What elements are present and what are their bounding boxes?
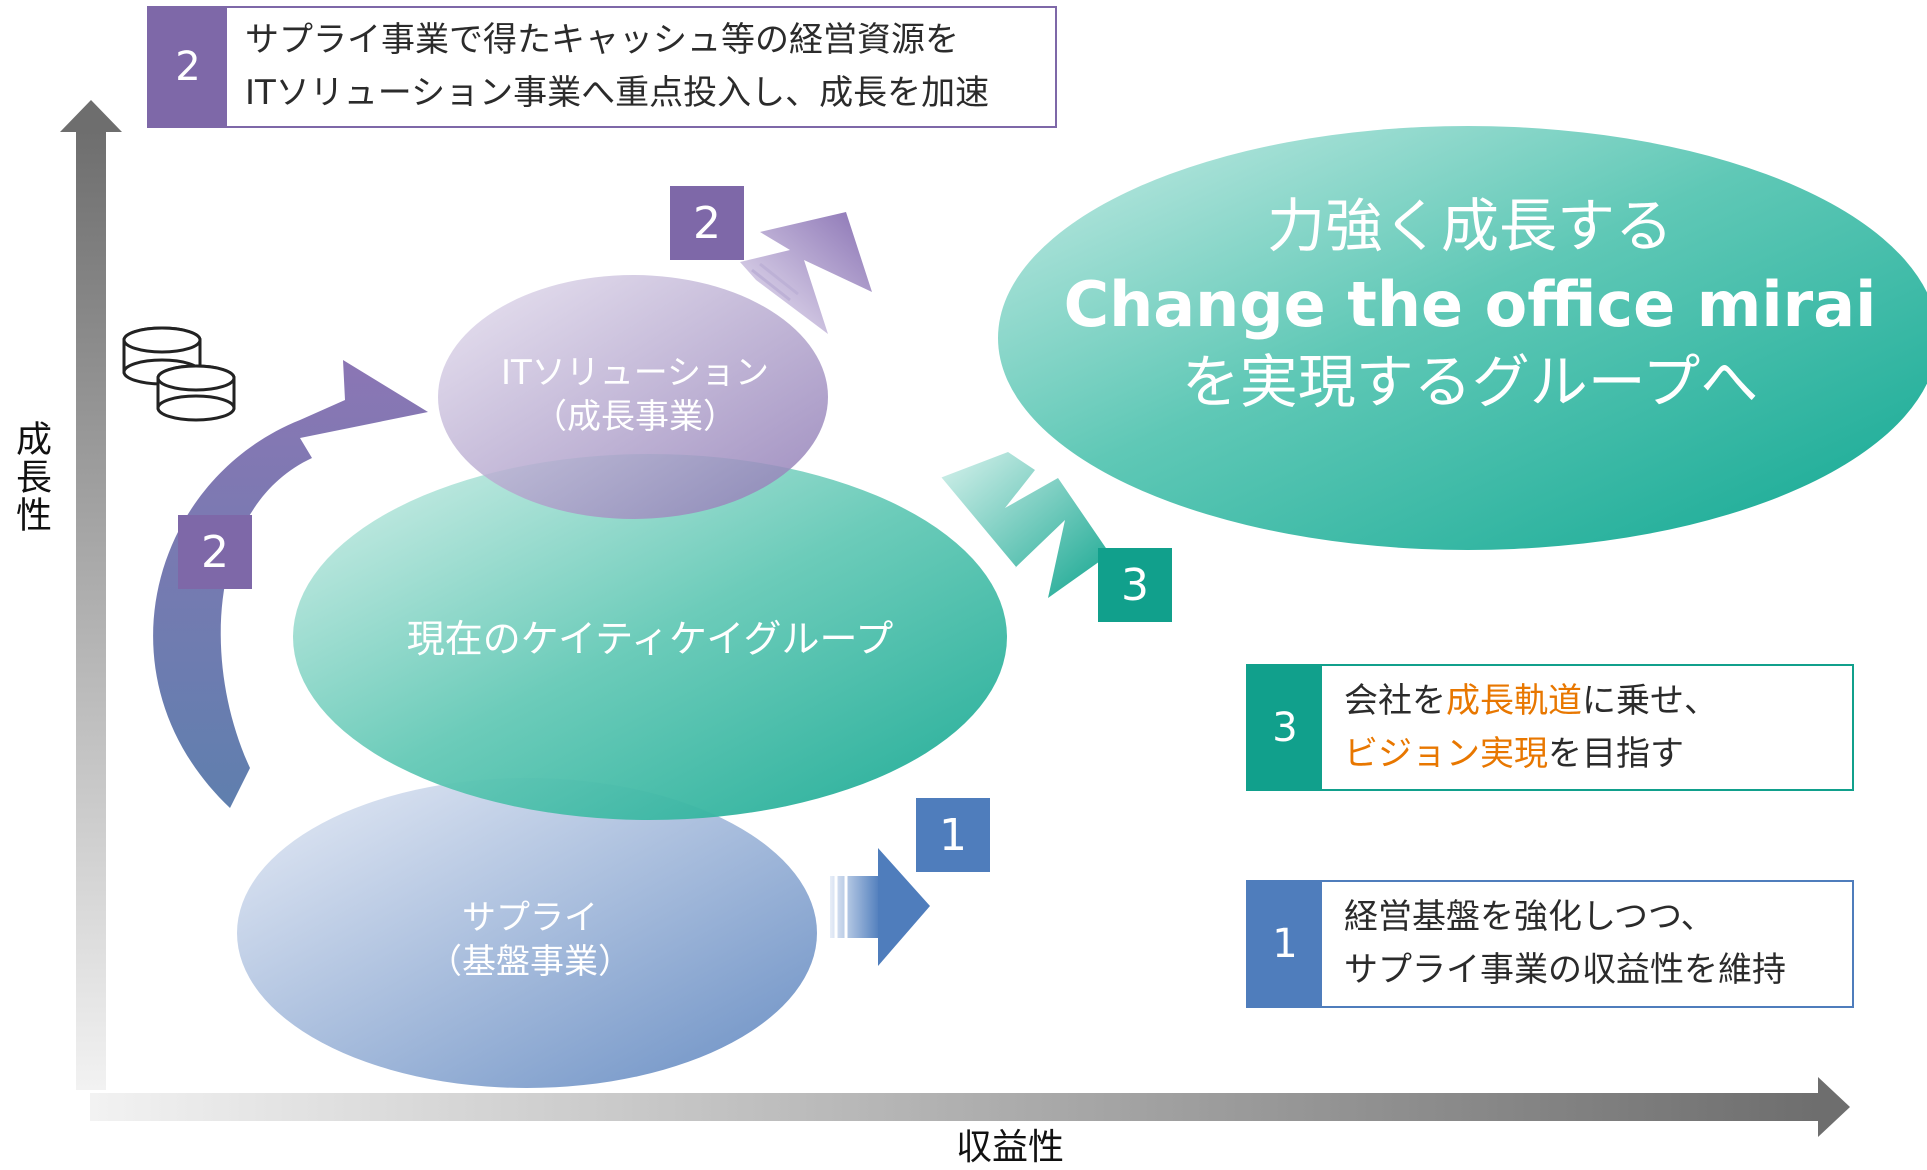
vision-line1: 力強く成長する	[1266, 192, 1673, 261]
note3-box: 3 会社を成長軌道に乗せ、 ビジョン実現を目指す	[1246, 664, 1854, 791]
x-axis-arrow	[90, 1077, 1850, 1137]
x-axis-label: 収益性	[955, 1127, 1064, 1168]
growth-arrow-purple	[740, 212, 872, 334]
arrow-up-badge: 2	[670, 186, 744, 260]
curve-badge: 2	[178, 515, 252, 589]
current-group-ellipse	[293, 454, 1007, 820]
note1-line1: 経営基盤を強化しつつ、	[1344, 897, 1715, 938]
supply-line1: サプライ	[462, 897, 598, 938]
top-note-line2: ITソリューション事業へ重点投入し、成長を加速	[245, 73, 990, 113]
it-solution-label: ITソリューション （成長事業）	[470, 340, 800, 450]
note3-line2: ビジョン実現を目指す	[1344, 728, 1718, 781]
teal-arrow-badge: 3	[1098, 548, 1172, 622]
top-note-line1: サプライ事業で得たキャッシュ等の経営資源を	[245, 20, 959, 61]
note3-line2-highlight: ビジョン実現	[1344, 733, 1548, 774]
it-solution-line2: （成長事業）	[533, 397, 737, 437]
coins-icon	[122, 326, 236, 422]
note1-badge: 1	[1248, 882, 1322, 1006]
top-note-text: サプライ事業で得たキャッシュ等の経営資源を ITソリューション事業へ重点投入し、…	[245, 8, 989, 126]
note1-text: 経営基盤を強化しつつ、 サプライ事業の収益性を維持	[1344, 882, 1786, 1006]
it-solution-ellipse	[438, 275, 828, 519]
supply-label: サプライ （基盤事業）	[410, 885, 650, 995]
vision-line3: を実現するグループへ	[1181, 348, 1759, 417]
supply-ellipse	[237, 778, 817, 1088]
right-arrow-badge: 1	[916, 798, 990, 872]
note3-line1: 会社を成長軌道に乗せ、	[1344, 675, 1718, 728]
note3-line1-b: に乗せ、	[1582, 680, 1718, 721]
note3-line2-b: を目指す	[1548, 733, 1684, 774]
note1-box: 1 経営基盤を強化しつつ、 サプライ事業の収益性を維持	[1246, 880, 1854, 1008]
note3-line1-a: 会社を	[1344, 680, 1446, 721]
note3-badge: 3	[1248, 666, 1322, 789]
top-note-box: 2 サプライ事業で得たキャッシュ等の経営資源を ITソリューション事業へ重点投入…	[147, 6, 1057, 128]
note1-line2: サプライ事業の収益性を維持	[1344, 950, 1786, 990]
note3-line1-highlight: 成長軌道	[1446, 680, 1582, 721]
supply-line2: （基盤事業）	[428, 942, 632, 982]
growth-arrow-teal	[938, 452, 1110, 598]
curved-arrow	[153, 360, 428, 808]
vision-ellipse	[998, 126, 1927, 550]
y-axis-label: 成長性	[10, 420, 51, 534]
it-solution-line1: ITソリューション	[500, 352, 770, 393]
y-axis-arrow	[60, 100, 122, 1090]
profit-arrow-blue	[830, 848, 930, 966]
vision-line2: Change the office mirai	[1063, 267, 1877, 341]
top-note-badge: 2	[149, 8, 227, 126]
vision-text: 力強く成長する Change the office mirai を実現するグルー…	[990, 170, 1927, 440]
current-group-label: 現在のケイティケイグループ	[406, 617, 894, 662]
note3-text: 会社を成長軌道に乗せ、 ビジョン実現を目指す	[1344, 666, 1718, 789]
